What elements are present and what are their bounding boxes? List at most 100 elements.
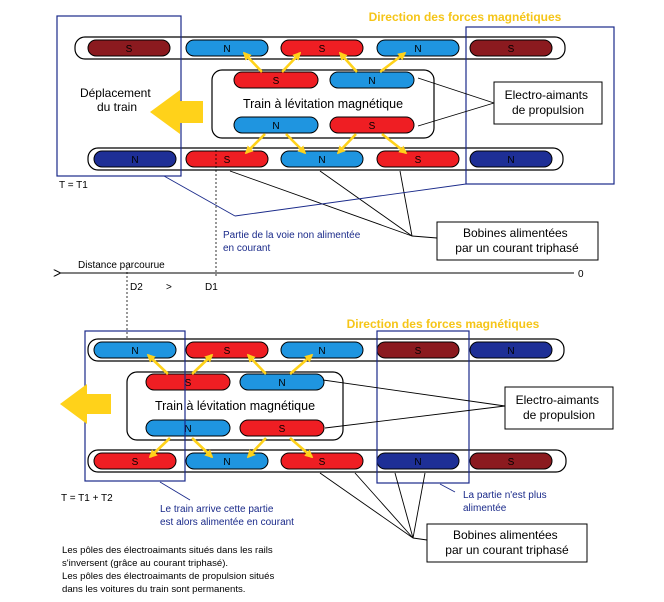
south-pole-coil: [469, 452, 553, 470]
train-label: Train à lévitation magnétique: [155, 399, 315, 413]
pole-label: S: [185, 378, 192, 389]
pole-label: S: [132, 457, 139, 468]
force-arrows: [146, 353, 314, 459]
leader-line: [412, 472, 426, 539]
leader-line: [319, 170, 413, 237]
force-arrow: [244, 133, 266, 155]
south-pole-coil: [239, 419, 325, 437]
force-arrow: [381, 132, 408, 155]
axis-d1: D1: [205, 282, 218, 293]
pole-label: S: [415, 155, 422, 166]
south-pole-coil: [469, 39, 553, 57]
motion-arrow-icon: [150, 90, 203, 134]
force-arrow: [289, 437, 314, 459]
powered-label: Le train arrive cette partie est alors a…: [160, 504, 294, 528]
south-pole-coil: [280, 452, 364, 470]
pole-label: N: [131, 346, 138, 357]
force-arrow: [289, 353, 314, 375]
north-pole-coil: [469, 150, 553, 168]
force-arrow: [191, 353, 214, 375]
north-pole-coil: [280, 341, 364, 359]
leader-line: [411, 235, 438, 239]
panel-t1-t2: Direction des forces magnétiques N S N S N S…: [60, 317, 614, 563]
unpowered-label: La partie n'est plus alimentée: [463, 490, 549, 514]
leader-line: [354, 472, 414, 539]
unpowered-zone-right: [465, 26, 615, 185]
forces-title: Direction des forces magnétiques: [347, 317, 540, 331]
axis-gt: >: [166, 282, 172, 293]
force-arrow: [148, 437, 171, 459]
callout-coils-text: Bobines alimentées par un courant tripha…: [455, 226, 579, 255]
pole-label: N: [507, 155, 514, 166]
leader-line: [322, 379, 506, 407]
south-pole-coil: [87, 39, 171, 57]
panel-t1: Direction des forces magnétiques S N S N S S…: [56, 10, 615, 261]
pole-label: N: [318, 346, 325, 357]
callout-magnets-text: Electro-aimants de propulsion: [516, 393, 603, 422]
pole-label: S: [126, 44, 133, 55]
force-arrow: [285, 133, 307, 155]
leader-line: [412, 537, 428, 541]
axis-d2: D2: [130, 282, 143, 293]
force-arrows: [242, 51, 408, 155]
distance-axis: Distance parcourue 0 D2 > D1: [60, 150, 584, 338]
leader-line: [229, 170, 413, 237]
force-arrow: [191, 437, 214, 459]
leader-line: [163, 175, 236, 217]
axis-label: Distance parcourue: [78, 260, 165, 271]
pole-label: S: [369, 121, 376, 132]
north-pole-coil: [233, 116, 319, 134]
pole-label: S: [319, 44, 326, 55]
time-label: T = T1: [59, 180, 88, 191]
pole-label: N: [368, 76, 375, 87]
south-pole-coil: [329, 116, 415, 134]
pole-label: S: [415, 346, 422, 357]
pole-label: S: [508, 457, 515, 468]
north-pole-coil: [469, 341, 553, 359]
callout-magnets: [504, 386, 614, 430]
callout-coils: [426, 523, 588, 563]
pole-label: S: [508, 44, 515, 55]
pole-label: S: [319, 457, 326, 468]
north-pole-coil: [93, 150, 177, 168]
train-label: Train à lévitation magnétique: [243, 97, 403, 111]
leader-line: [159, 481, 191, 501]
north-pole-coil: [239, 373, 325, 391]
south-pole-coil: [376, 150, 460, 168]
callout-coils-text: Bobines alimentées par un courant tripha…: [445, 528, 569, 557]
axis-zero: 0: [578, 269, 584, 280]
leader-line: [439, 483, 456, 493]
leader-line: [399, 170, 413, 237]
leader-line: [417, 102, 495, 127]
motion-label: Déplacement du train: [80, 86, 154, 114]
pole-label: N: [223, 457, 230, 468]
unpowered-label: Partie de la voie non alimentée en coura…: [223, 230, 363, 254]
pole-label: S: [224, 155, 231, 166]
pole-label: N: [507, 346, 514, 357]
pole-label: N: [318, 155, 325, 166]
north-pole-coil: [280, 150, 364, 168]
pole-label: N: [184, 424, 191, 435]
callout-coils: [436, 221, 599, 261]
force-arrow: [246, 437, 267, 459]
force-arrow: [336, 133, 357, 155]
leader-line: [324, 405, 506, 429]
leader-line: [319, 472, 414, 539]
pole-label: S: [273, 76, 280, 87]
footnote: Les pôles des électroaimants situés dans…: [62, 545, 275, 595]
pole-label: N: [414, 457, 421, 468]
pole-label: N: [414, 44, 421, 55]
callout-magnets: [493, 81, 603, 125]
pole-label: N: [131, 155, 138, 166]
force-arrow: [379, 51, 407, 74]
leader-line: [394, 472, 414, 539]
forces-title: Direction des forces magnétiques: [369, 10, 562, 24]
north-pole-coil: [145, 419, 231, 437]
force-arrow: [146, 353, 169, 375]
callout-magnets-text: Electro-aimants de propulsion: [505, 88, 592, 117]
